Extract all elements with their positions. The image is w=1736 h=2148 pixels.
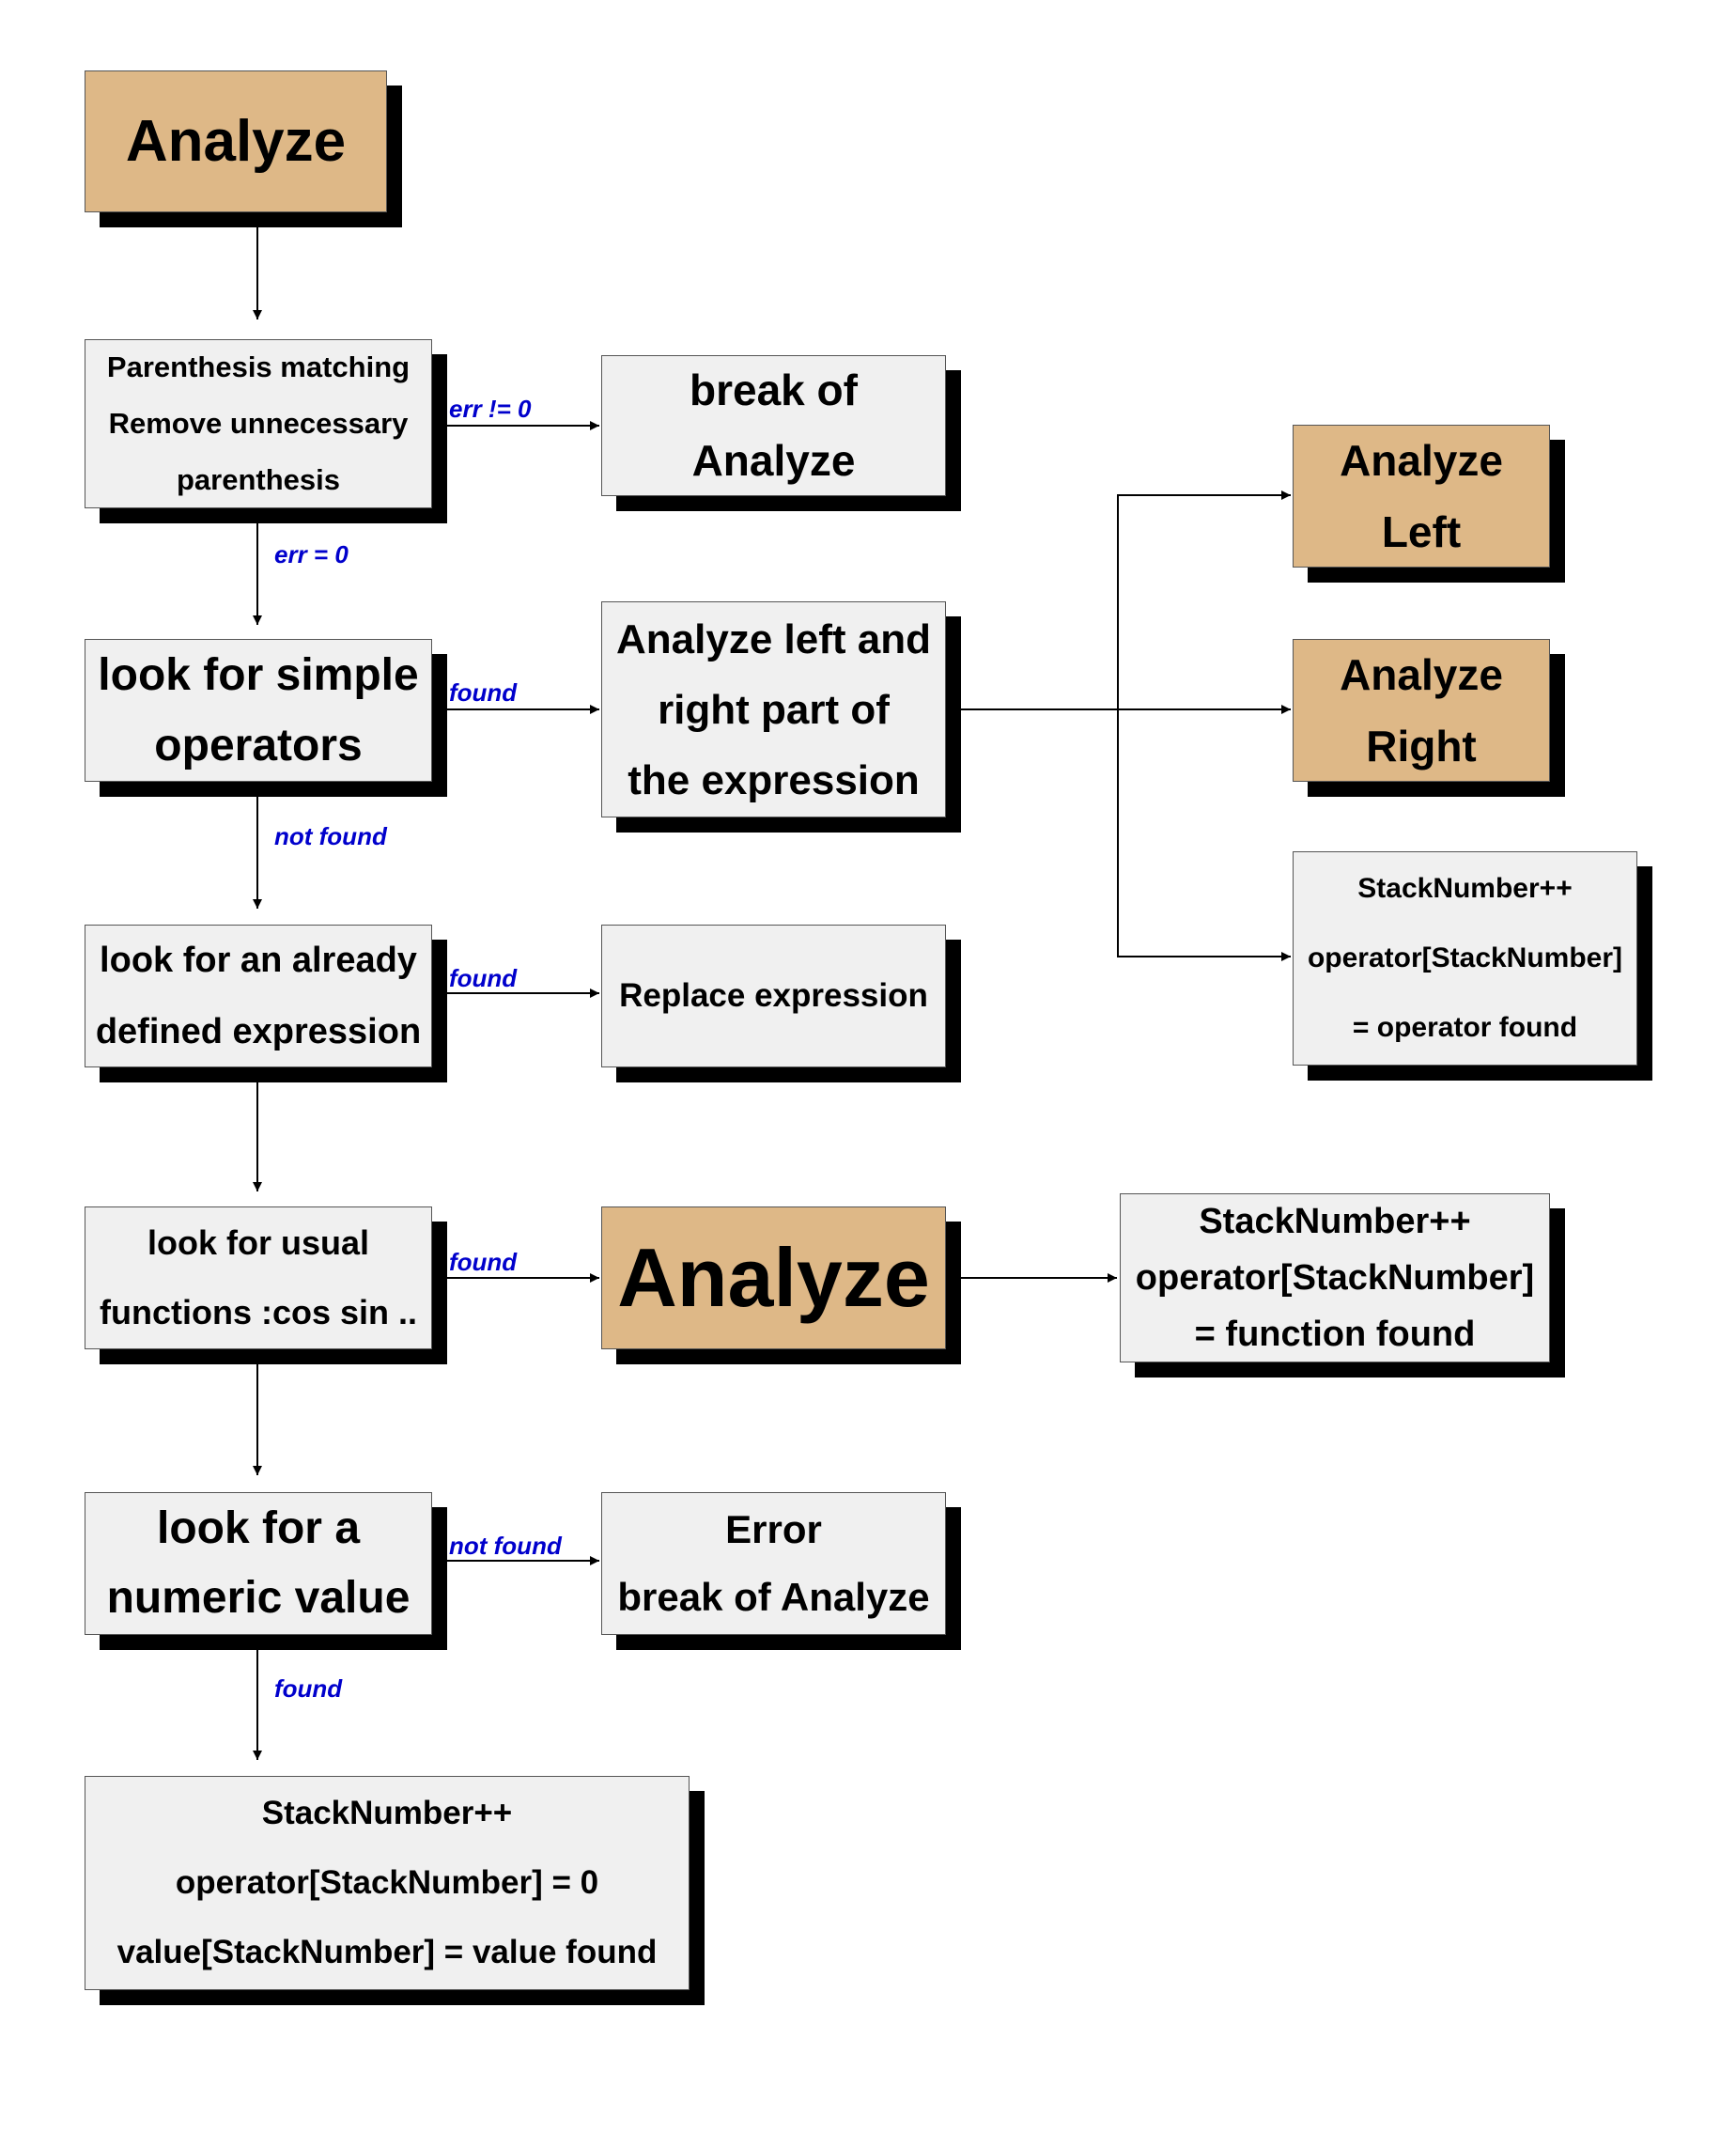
edge-label-not-found-simple: not found [274, 822, 387, 850]
node-label: StackNumber++ [261, 1795, 513, 1831]
node-label: Remove unnecessary [108, 407, 409, 440]
node-label: Parenthesis matching [106, 350, 411, 383]
edge-label-err-eq-0: err = 0 [274, 540, 349, 568]
node-numeric-value: look for a numeric value [85, 1492, 432, 1635]
edge-label-err-ne-0: err != 0 [449, 395, 532, 423]
node-label: Left [1381, 507, 1462, 556]
node-label: = function found [1194, 1315, 1476, 1354]
node-label: operators [154, 721, 363, 770]
node-label: look for simple [98, 650, 419, 700]
node-analyze-top: Analyze [85, 70, 387, 212]
node-analyze-left: Analyze Left [1293, 425, 1550, 568]
node-label: break of Analyze [617, 1575, 930, 1619]
node-label: Analyze [691, 436, 856, 485]
node-analyze-right: Analyze Right [1293, 639, 1550, 782]
node-label: Right [1366, 722, 1477, 770]
node-label: right part of [658, 686, 890, 733]
node-replace-expr: Replace expression [601, 925, 946, 1067]
node-parenthesis: Parenthesis matching Remove unnecessary … [85, 339, 432, 508]
node-label: break of [690, 366, 858, 414]
node-label: Analyze [617, 1231, 930, 1324]
node-label: the expression [628, 756, 920, 803]
node-label: Analyze [1340, 650, 1503, 699]
edge-label-found-usual: found [449, 1248, 518, 1276]
edge-label-found-defined: found [449, 964, 518, 992]
node-label: Replace expression [619, 977, 928, 1014]
edge-label-not-found-numeric: not found [449, 1532, 562, 1560]
node-label: functions :cos sin .. [99, 1293, 418, 1331]
edge-lr-to-left [1117, 490, 1291, 709]
node-label: Analyze [125, 109, 347, 174]
node-label: parenthesis [176, 463, 340, 496]
edge-label-found-numeric: found [274, 1674, 343, 1703]
node-label: = operator found [1352, 1012, 1578, 1043]
edge-lr-to-stack-operator [1117, 709, 1291, 961]
node-defined-expr: look for an already defined expression [85, 925, 432, 1067]
node-label: operator[StackNumber] [1307, 942, 1623, 973]
node-label: Analyze left and [616, 615, 931, 662]
node-label: numeric value [106, 1573, 411, 1623]
edge-label-found-simple: found [449, 678, 518, 707]
node-stack-value: StackNumber++ operator[StackNumber] = 0 … [85, 1776, 690, 1990]
node-stack-function: StackNumber++ operator[StackNumber] = fu… [1120, 1193, 1550, 1362]
node-analyze-mid: Analyze [601, 1206, 946, 1349]
node-label: Error [725, 1507, 822, 1551]
node-label: defined expression [95, 1012, 422, 1051]
node-label: value[StackNumber] = value found [116, 1934, 658, 1970]
node-simple-ops: look for simple operators [85, 639, 432, 782]
node-label: operator[StackNumber] = 0 [175, 1864, 599, 1901]
node-error-break: Error break of Analyze [601, 1492, 946, 1635]
node-label: StackNumber++ [1357, 873, 1573, 904]
node-break-analyze: break of Analyze [601, 355, 946, 496]
node-label: Analyze [1340, 436, 1503, 485]
node-usual-funcs: look for usual functions :cos sin .. [85, 1206, 432, 1349]
node-label: StackNumber++ [1199, 1202, 1471, 1241]
node-stack-operator: StackNumber++ operator[StackNumber] = op… [1293, 851, 1637, 1066]
node-label: look for usual [147, 1223, 370, 1262]
node-analyze-lr: Analyze left and right part of the expre… [601, 601, 946, 817]
node-label: look for a [156, 1503, 361, 1553]
node-label: look for an already [100, 941, 417, 980]
node-label: operator[StackNumber] [1135, 1258, 1535, 1298]
